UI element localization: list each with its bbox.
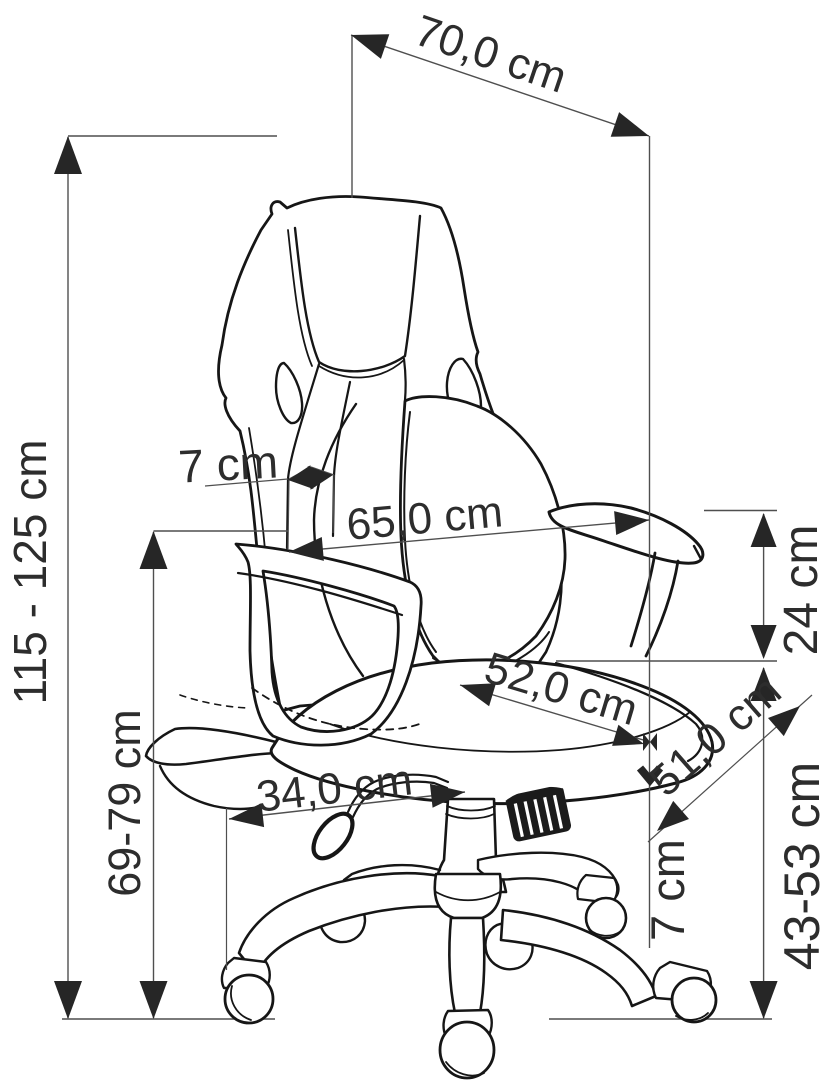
- svg-text:7 cm: 7 cm: [641, 839, 694, 941]
- svg-text:43-53 cm: 43-53 cm: [774, 762, 830, 970]
- svg-text:7 cm: 7 cm: [177, 435, 279, 492]
- svg-text:24 cm: 24 cm: [775, 525, 828, 656]
- svg-text:115 - 125 cm: 115 - 125 cm: [4, 439, 56, 704]
- svg-text:69-79 cm: 69-79 cm: [99, 709, 150, 897]
